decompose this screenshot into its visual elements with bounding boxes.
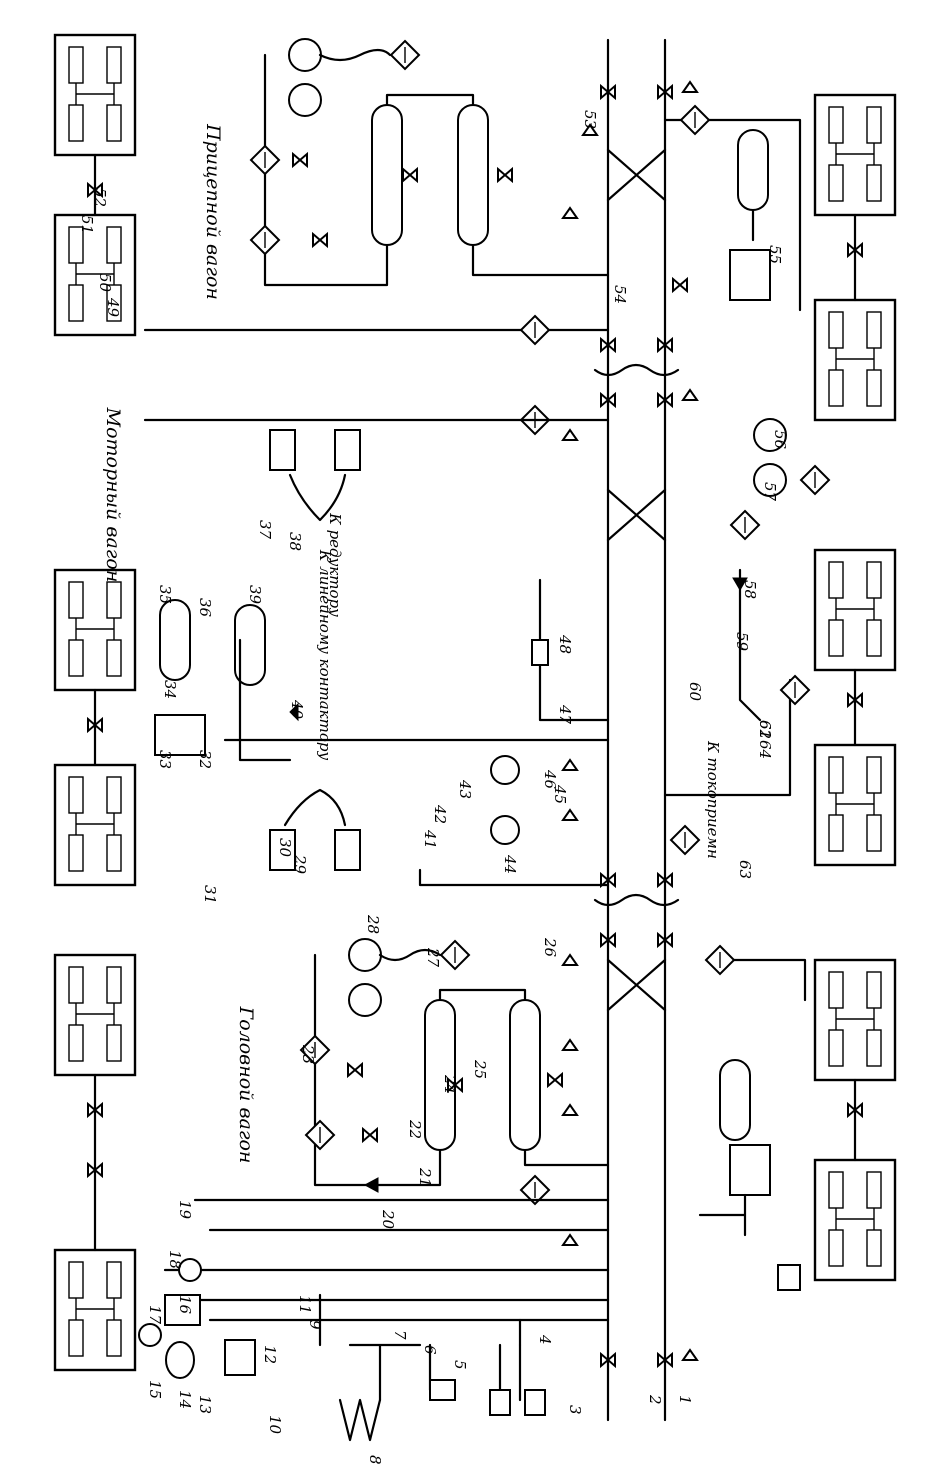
- item-number-64: 64: [756, 740, 774, 759]
- item-number-28: 28: [364, 914, 382, 934]
- branch-pipes: [143, 105, 807, 1205]
- item-number-48: 48: [556, 634, 574, 654]
- item-number-24: 24: [441, 1074, 459, 1094]
- item-number-17: 17: [146, 1305, 164, 1325]
- item-number-23: 23: [299, 1044, 317, 1064]
- main-brake-lines: [593, 38, 680, 1422]
- item-number-39: 39: [246, 585, 264, 605]
- item-number-13: 13: [196, 1395, 214, 1414]
- item-number-40: 40: [288, 699, 306, 720]
- item-number-50: 50: [96, 273, 114, 293]
- item-number-63: 63: [736, 860, 754, 879]
- item-number-57: 57: [761, 482, 779, 502]
- item-number-42: 42: [431, 804, 449, 824]
- item-number-38: 38: [286, 532, 304, 551]
- head-car-equipment: [138, 938, 801, 1442]
- item-number-20: 20: [379, 1209, 397, 1230]
- item-number-32: 32: [196, 750, 214, 769]
- item-number-58: 58: [741, 580, 759, 599]
- item-number-11: 11: [296, 1295, 314, 1314]
- item-number-44: 44: [501, 854, 519, 874]
- bogies-left: [53, 33, 137, 1372]
- item-number-10: 10: [266, 1415, 284, 1435]
- item-number-33: 33: [156, 750, 174, 769]
- item-number-14: 14: [176, 1390, 194, 1409]
- item-number-6: 6: [421, 1345, 439, 1355]
- item-number-37: 37: [256, 520, 274, 540]
- item-number-18: 18: [166, 1250, 184, 1269]
- item-number-55: 55: [766, 245, 784, 264]
- item-number-1: 1: [676, 1395, 694, 1405]
- note-to-gearbox: К редуктору: [326, 512, 344, 617]
- item-number-29: 29: [291, 854, 309, 875]
- bogies-right: [813, 93, 897, 1282]
- item-number-7: 7: [391, 1330, 409, 1340]
- car-title-head: Головной вагон: [235, 1006, 257, 1164]
- note-to-line-contactor: К линейному контактору: [316, 549, 334, 761]
- item-number-62: 62: [756, 720, 774, 739]
- item-number-56: 56: [771, 430, 789, 450]
- item-number-47: 47: [556, 704, 574, 725]
- item-number-4: 4: [536, 1334, 554, 1345]
- item-number-2: 2: [646, 1394, 664, 1405]
- item-number-35: 35: [156, 585, 174, 604]
- item-number-51: 51: [78, 215, 96, 234]
- item-number-61: 61: [756, 720, 774, 739]
- item-number-49: 49: [104, 297, 122, 318]
- item-number-19: 19: [176, 1200, 194, 1220]
- item-number-59: 59: [733, 632, 751, 652]
- item-number-52: 52: [91, 188, 109, 207]
- note-to-pantograph: К токоприемн: [704, 740, 722, 859]
- trailer-compressor: [250, 38, 771, 301]
- item-number-43: 43: [456, 779, 474, 799]
- item-number-22: 22: [406, 1119, 424, 1139]
- item-number-8: 8: [366, 1455, 384, 1465]
- item-number-45: 45: [551, 784, 569, 804]
- item-number-3: 3: [566, 1405, 584, 1415]
- item-numbers: 1234567891011121314151617181920212223242…: [78, 110, 789, 1465]
- item-number-27: 27: [424, 947, 442, 968]
- item-number-16: 16: [176, 1295, 194, 1315]
- item-number-30: 30: [276, 838, 294, 858]
- item-number-5: 5: [451, 1360, 469, 1370]
- item-number-31: 31: [201, 885, 219, 904]
- item-number-21: 21: [416, 1167, 434, 1187]
- item-number-54: 54: [611, 285, 629, 304]
- item-number-60: 60: [686, 682, 704, 702]
- item-number-36: 36: [196, 598, 214, 618]
- item-number-26: 26: [541, 937, 559, 958]
- item-number-15: 15: [146, 1380, 164, 1399]
- motor-car-equipment: [143, 418, 830, 887]
- item-number-46: 46: [541, 769, 559, 790]
- item-number-12: 12: [261, 1345, 279, 1364]
- car-title-trailer: Прицепной вагон: [202, 123, 224, 300]
- item-number-53: 53: [581, 110, 599, 129]
- item-number-9: 9: [306, 1320, 324, 1330]
- item-number-25: 25: [471, 1059, 489, 1079]
- item-number-34: 34: [161, 680, 179, 699]
- car-title-motor: Моторный вагон: [102, 407, 124, 583]
- item-number-41: 41: [421, 829, 439, 849]
